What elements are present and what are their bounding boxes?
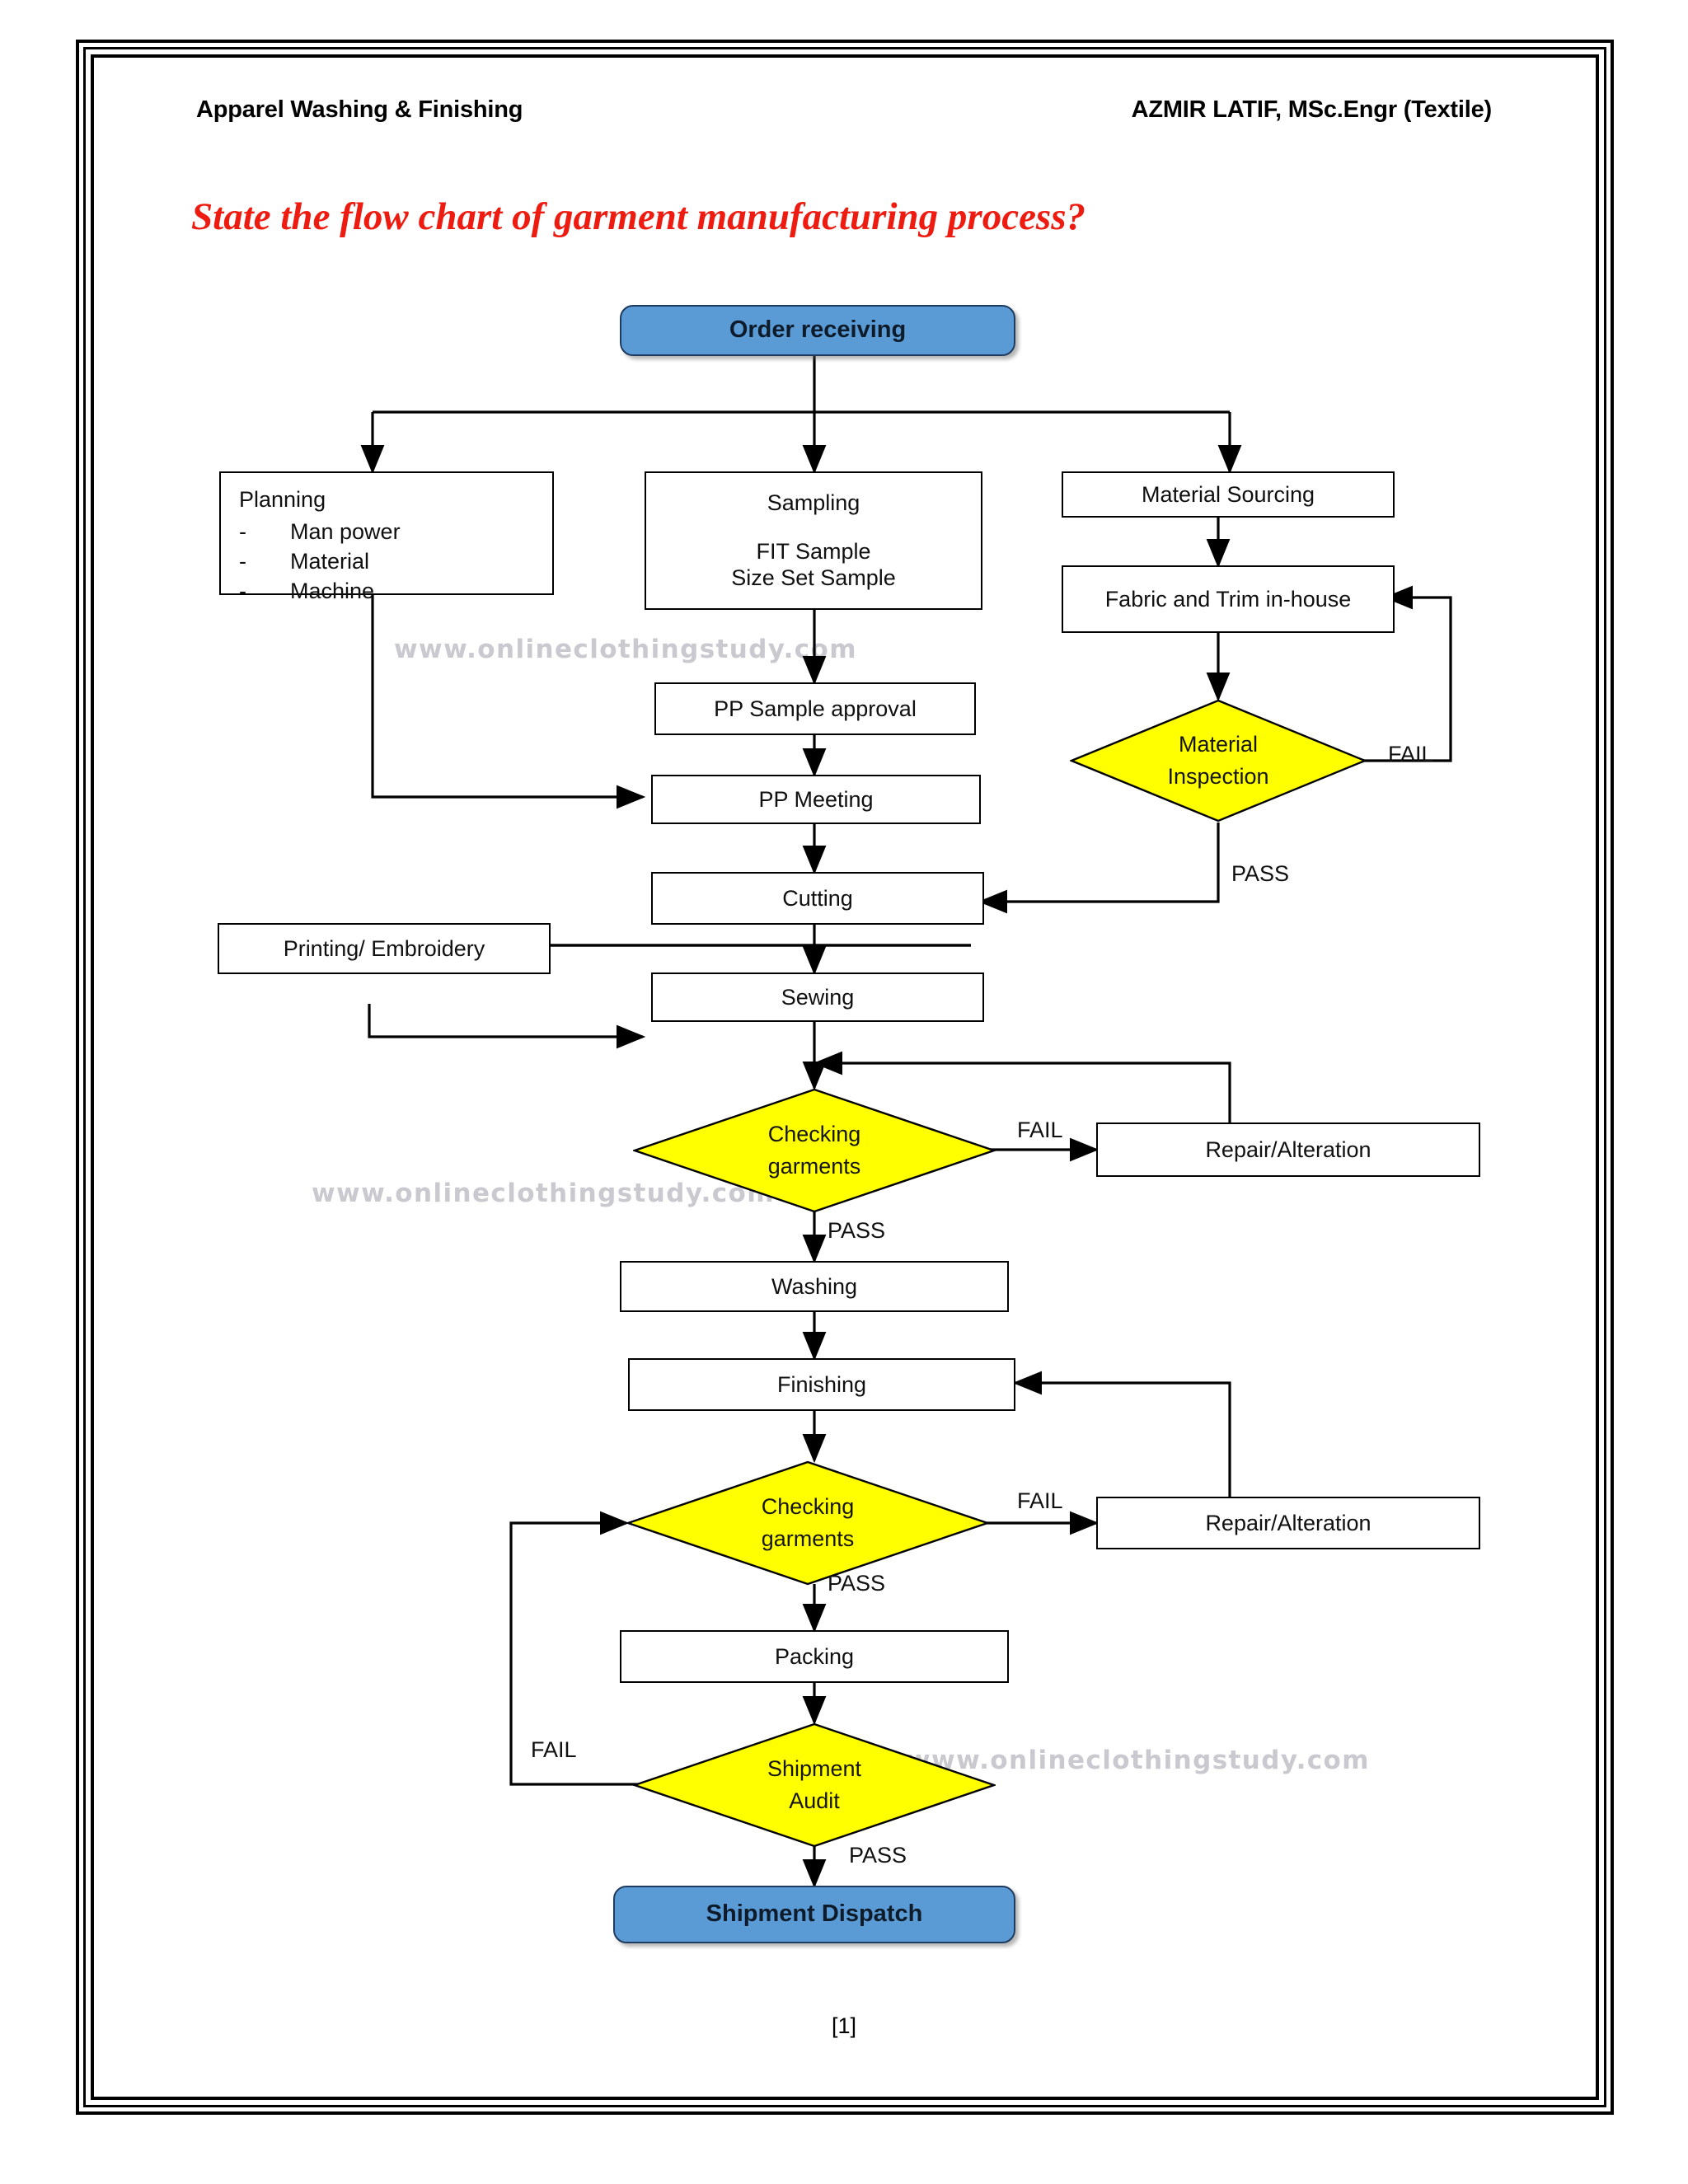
bullet-text: Man power [290,518,401,544]
bullet-text: Machine [290,579,375,604]
node-sewing[interactable]: Sewing [651,972,984,1022]
node-packing[interactable]: Packing [620,1630,1009,1683]
header-right-author: AZMIR LATIF, MSc.Engr (Textile) [1131,96,1493,123]
watermark-2: www.onlineclothingstudy.com [312,1179,775,1208]
node-sampling-line-2: Size Set Sample [731,565,896,591]
edge-label-check2-pass: PASS [828,1571,886,1596]
edge-label-audit-fail: FAIL [531,1737,577,1762]
node-planning-bullet-2: - Material [239,546,369,576]
node-sampling-line-1: FIT Sample [756,538,871,564]
bullet-text: Material [290,549,370,574]
page-border-outer [76,40,1614,2115]
node-cutting[interactable]: Cutting [651,872,984,925]
page-border-inner [91,54,1599,2100]
node-planning-bullet-3: - Machine [239,576,374,606]
node-printing-embroidery[interactable]: Printing/ Embroidery [218,923,551,974]
bullet-dash: - [239,518,246,544]
node-shipment-dispatch[interactable]: Shipment Dispatch [613,1886,1015,1943]
node-washing[interactable]: Washing [620,1261,1009,1312]
bullet-dash: - [239,579,246,604]
edge-label-check2-fail: FAIL [1017,1488,1063,1513]
node-finishing[interactable]: Finishing [628,1358,1015,1411]
node-planning[interactable]: Planning - Man power - Material - Machin… [219,471,554,603]
node-planning-title: Planning [239,487,326,512]
watermark-3: www.onlineclothingstudy.com [907,1746,1370,1775]
page-border-middle [83,47,1606,2107]
node-sampling-title: Sampling [767,490,860,515]
edge-label-check1-fail: FAIL [1017,1118,1063,1142]
page-footer: [1] [831,2013,857,2038]
node-pp-meeting[interactable]: PP Meeting [651,775,981,824]
node-fabric-trim-inhouse[interactable]: Fabric and Trim in-house [1062,565,1395,633]
node-order-receiving[interactable]: Order receiving [620,305,1015,356]
edge-label-check1-pass: PASS [828,1218,886,1243]
edge-label-audit-pass: PASS [849,1843,907,1868]
edge-label-material-pass: PASS [1231,861,1290,886]
edge-label-material-fail: FAIL [1388,742,1434,766]
node-repair-alteration-1[interactable]: Repair/Alteration [1096,1122,1480,1177]
bullet-dash: - [239,549,246,574]
node-pp-sample-approval[interactable]: PP Sample approval [654,682,976,735]
page-title: State the flow chart of garment manufact… [191,195,1086,238]
node-material-sourcing[interactable]: Material Sourcing [1062,471,1395,518]
node-repair-alteration-2[interactable]: Repair/Alteration [1096,1497,1480,1549]
node-sampling[interactable]: Sampling FIT Sample Size Set Sample [645,471,982,610]
node-planning-bullet-1: - Man power [239,517,401,546]
header-left-title: Apparel Washing & Finishing [196,96,523,123]
